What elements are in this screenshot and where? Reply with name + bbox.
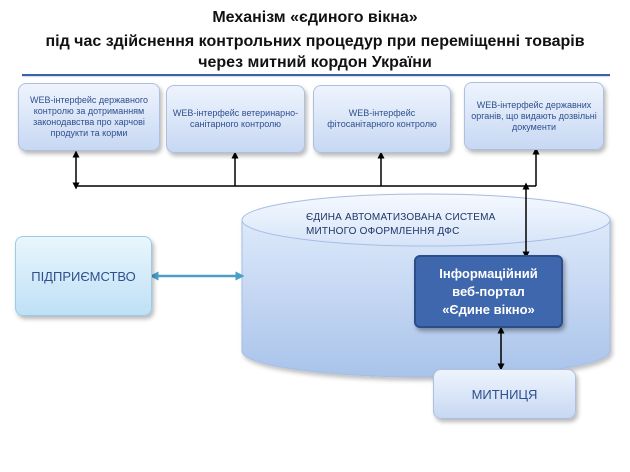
portal-label-line-3: «Єдине вікно» — [442, 301, 535, 317]
web-interface-food-control: WEB-інтерфейс державного контролю за дот… — [18, 83, 160, 151]
web-interface-phytosanitary-control-label: WEB-інтерфейс фітосанітарного контролю — [327, 108, 437, 129]
system-label-line-2: МИТНОГО ОФОРМЛЕННЯ ДФС — [306, 226, 460, 237]
enterprise-label: ПІДПРИЄМСТВО — [31, 268, 136, 284]
system-label-line-1: ЄДИНА АВТОМАТИЗОВАНА СИСТЕМА — [306, 212, 496, 223]
diagram-title-line-3: через митний кордон України — [198, 54, 432, 71]
web-interface-permit-authorities: WEB-інтерфейс державних органів, що вида… — [464, 82, 604, 150]
system-label: ЄДИНА АВТОМАТИЗОВАНА СИСТЕМА МИТНОГО ОФО… — [306, 211, 496, 239]
portal-label-line-2: веб-портал — [452, 283, 525, 299]
customs-box: МИТНИЦЯ — [433, 369, 576, 419]
web-interface-veterinary-control-label: WEB-інтерфейс ветеринарно-санітарного ко… — [172, 108, 299, 129]
single-window-portal: Інформаційний веб-портал «Єдине вікно» — [414, 255, 563, 328]
diagram-title-line-1: Механізм «єдиного вікна» — [212, 9, 418, 26]
web-interface-veterinary-control: WEB-інтерфейс ветеринарно-санітарного ко… — [166, 85, 305, 153]
enterprise-box: ПІДПРИЄМСТВО — [15, 236, 152, 316]
web-interface-phytosanitary-control: WEB-інтерфейс фітосанітарного контролю — [313, 85, 451, 153]
title-underline — [22, 74, 610, 76]
interfaces-bus — [72, 147, 540, 190]
web-interface-permit-authorities-label: WEB-інтерфейс державних органів, що вида… — [471, 99, 597, 132]
diagram-title-line-2: під час здійснення контрольних процедур … — [45, 33, 585, 50]
customs-label: МИТНИЦЯ — [471, 386, 538, 402]
portal-label-line-1: Інформаційний — [439, 265, 538, 281]
web-interface-food-control-label: WEB-інтерфейс державного контролю за дот… — [29, 95, 149, 138]
